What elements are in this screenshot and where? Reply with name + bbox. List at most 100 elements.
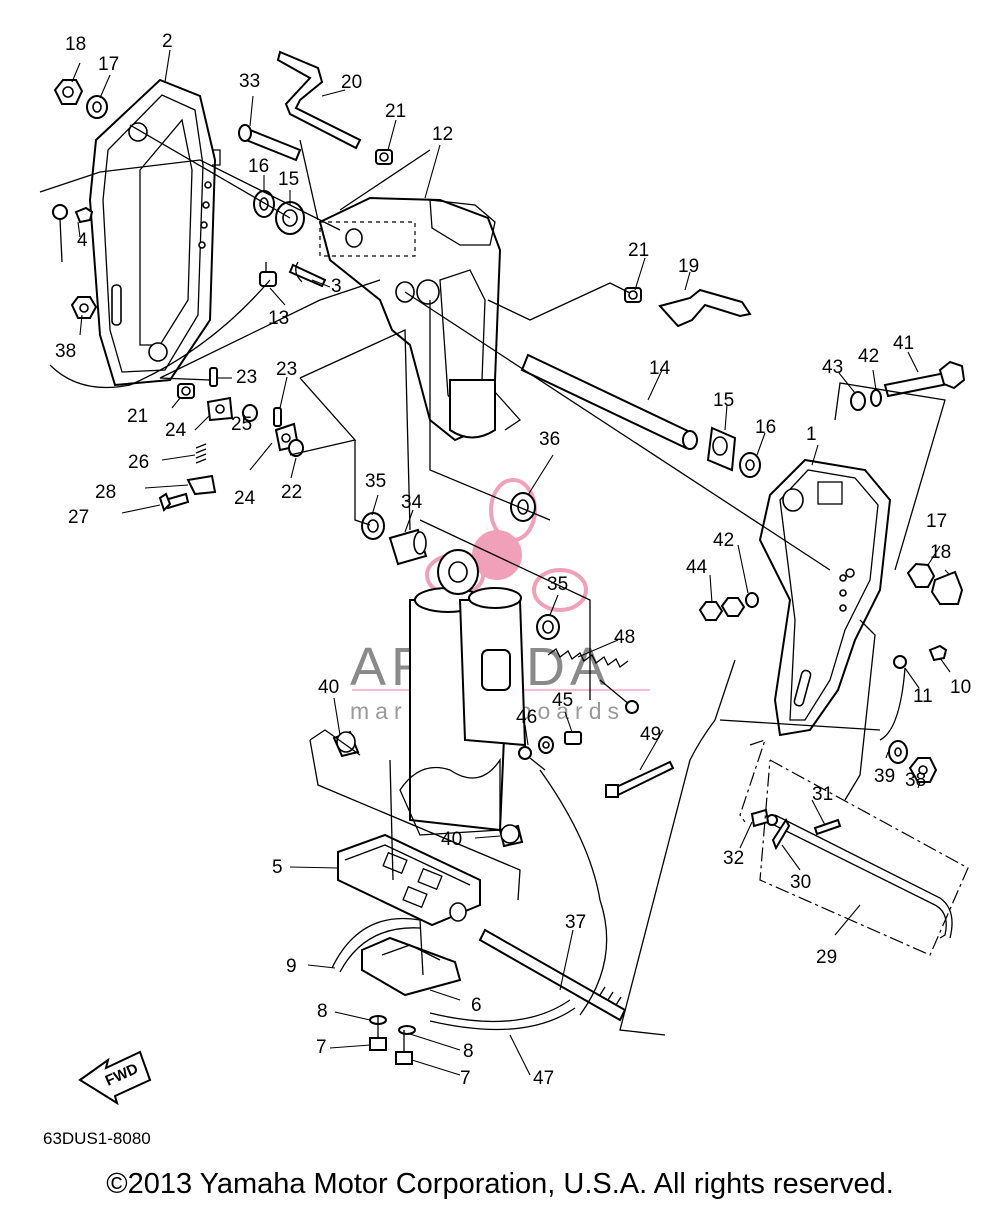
callout: 36 bbox=[539, 429, 560, 450]
bolt-41 bbox=[883, 360, 966, 398]
nut-38-left bbox=[70, 296, 98, 319]
callout: 5 bbox=[272, 857, 283, 878]
callout: 27 bbox=[68, 507, 89, 528]
lower-clamp-6 bbox=[361, 936, 462, 997]
callout: 43 bbox=[822, 357, 843, 378]
callout: 18 bbox=[930, 542, 951, 563]
callout: 25 bbox=[231, 414, 252, 435]
ground-lead-terminal-center bbox=[518, 746, 546, 771]
callout: 28 bbox=[95, 482, 116, 503]
swivel-bracket-12 bbox=[318, 196, 521, 442]
hose-47 bbox=[429, 999, 576, 1031]
callout: 29 bbox=[816, 947, 837, 968]
spring-plate-30 bbox=[771, 817, 791, 851]
washer-46 bbox=[538, 736, 554, 754]
callout: 38 bbox=[55, 341, 76, 362]
callout: 22 bbox=[281, 482, 302, 503]
callout: 17 bbox=[926, 511, 947, 532]
nut-17-18-right bbox=[906, 562, 964, 605]
tilt-tube-14 bbox=[520, 353, 698, 450]
callout: 42 bbox=[713, 530, 734, 551]
clamp-bracket-left bbox=[88, 78, 221, 387]
pivot-pin-33 bbox=[238, 124, 302, 162]
bushing-40-lower bbox=[498, 824, 524, 848]
alignment-lines bbox=[39, 124, 969, 1036]
callout: 2 bbox=[162, 31, 173, 52]
spring-26 bbox=[195, 443, 207, 464]
callout: 4 bbox=[77, 230, 88, 251]
lever-19 bbox=[658, 288, 752, 328]
pin-3 bbox=[288, 261, 327, 288]
callout: 7 bbox=[460, 1068, 471, 1089]
washer-39-nut-38-right bbox=[888, 740, 938, 783]
callout: 24 bbox=[165, 420, 187, 441]
bushing-15-lower bbox=[706, 426, 737, 472]
washer-17-left bbox=[86, 95, 108, 119]
callout: 15 bbox=[278, 169, 299, 190]
callout: 9 bbox=[286, 956, 297, 977]
callout: 42 bbox=[858, 346, 879, 367]
callout: 48 bbox=[614, 627, 635, 648]
callout: 13 bbox=[268, 308, 289, 329]
power-trim-tilt-unit bbox=[399, 549, 527, 836]
callout: 35 bbox=[547, 574, 568, 595]
callout: 6 bbox=[471, 995, 482, 1016]
callout: 32 bbox=[723, 848, 744, 869]
callout: 26 bbox=[128, 452, 149, 473]
collar-35-lower bbox=[536, 614, 560, 640]
callout: 8 bbox=[317, 1001, 328, 1022]
spring-48 bbox=[547, 648, 639, 714]
callout: 39 bbox=[874, 766, 895, 787]
leader-lines bbox=[71, 49, 951, 1076]
callout: 1 bbox=[806, 424, 817, 445]
callout: 19 bbox=[678, 256, 699, 277]
clamp-bracket-right-1 bbox=[758, 458, 892, 737]
callout: 41 bbox=[893, 333, 914, 354]
callout: 49 bbox=[640, 724, 661, 745]
callout: 47 bbox=[533, 1068, 554, 1089]
screws-7-washers-8 bbox=[369, 1015, 416, 1065]
nut-18-left bbox=[53, 79, 84, 105]
callout: 35 bbox=[365, 471, 386, 492]
pins-23 bbox=[209, 367, 282, 427]
callout: 24 bbox=[234, 488, 256, 509]
cable-tie-49 bbox=[605, 760, 675, 799]
ground-lead-right bbox=[879, 644, 948, 741]
callout: 40 bbox=[318, 677, 339, 698]
lower-mount-5 bbox=[337, 833, 481, 927]
callout: 21 bbox=[628, 240, 649, 261]
callout: 34 bbox=[401, 492, 423, 513]
bushing-40-upper bbox=[332, 730, 360, 758]
screw-45 bbox=[564, 731, 582, 745]
bushing-34 bbox=[388, 528, 428, 566]
callout: 33 bbox=[239, 71, 260, 92]
callout: 44 bbox=[686, 557, 708, 578]
callout: 23 bbox=[276, 359, 297, 380]
washers-42-43 bbox=[745, 389, 882, 608]
callout: 40 bbox=[441, 829, 462, 850]
callout-labels: 1 2 3 4 5 6 7 7 8 8 9 10 11 12 13 14 15 … bbox=[55, 31, 971, 1089]
callout: 31 bbox=[812, 784, 833, 805]
callout: 8 bbox=[463, 1041, 474, 1062]
callout: 10 bbox=[950, 677, 971, 698]
collar-35-upper bbox=[361, 512, 385, 540]
pin-31 bbox=[813, 818, 842, 836]
callout: 37 bbox=[565, 912, 586, 933]
copyright-notice: ©2013 Yamaha Motor Corporation, U.S.A. A… bbox=[106, 1168, 894, 1200]
callout: 21 bbox=[385, 101, 406, 122]
callout: 16 bbox=[755, 417, 776, 438]
callout: 16 bbox=[248, 156, 269, 177]
ground-lead-terminal-left bbox=[52, 204, 94, 263]
callout: 20 bbox=[341, 72, 362, 93]
callout: 17 bbox=[98, 54, 119, 75]
stoppers-24 bbox=[206, 396, 300, 452]
tilt-lever-20 bbox=[276, 50, 362, 150]
grease-nipple-21-top bbox=[375, 149, 393, 165]
grease-nipple-21-low bbox=[177, 383, 195, 399]
grease-nipple-21-mid bbox=[624, 287, 642, 303]
tilt-rod-37 bbox=[478, 928, 627, 1022]
callout: 14 bbox=[649, 358, 671, 379]
callout: 7 bbox=[316, 1037, 327, 1058]
callout: 18 bbox=[65, 34, 86, 55]
